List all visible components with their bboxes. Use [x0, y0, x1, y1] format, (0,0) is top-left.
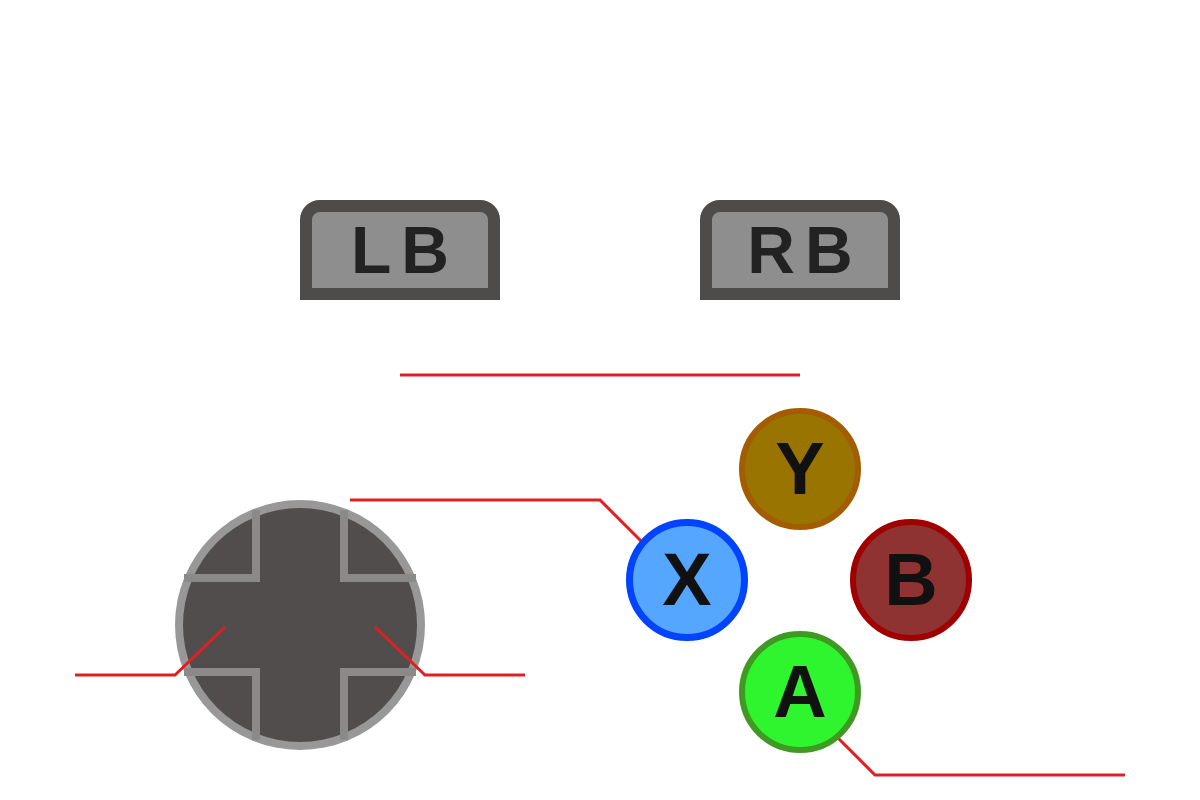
button-label: X	[662, 543, 711, 617]
face-button: X	[626, 519, 748, 641]
button-label: Y	[775, 432, 824, 506]
face-button: A	[739, 631, 861, 753]
dpad-cross-outline	[184, 510, 416, 740]
face-button: B	[850, 519, 972, 641]
face-button: Y	[739, 408, 861, 530]
button-label: LB	[351, 217, 459, 283]
button-label: A	[773, 655, 826, 729]
dpad-rim	[175, 500, 425, 750]
leader-line	[400, 374, 800, 377]
shoulder-button: LB	[300, 200, 500, 300]
shoulder-button: RB	[700, 200, 900, 300]
button-label: B	[884, 543, 937, 617]
dpad-base	[183, 508, 417, 742]
leader-lines	[75, 500, 1125, 775]
button-label: RB	[747, 217, 862, 283]
